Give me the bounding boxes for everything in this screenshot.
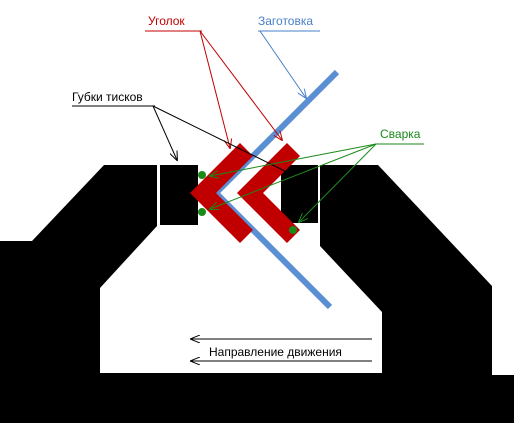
corner-piece-right (237, 143, 300, 243)
label-direction: Направление движения (209, 345, 342, 359)
vise-jaw-left (160, 165, 198, 225)
pointer-workpiece (259, 30, 306, 98)
label-workpiece: Заготовка (258, 14, 313, 28)
label-welding: Сварка (380, 127, 421, 141)
label-jaws: Губки тисков (72, 90, 143, 104)
weld-spot (198, 171, 206, 179)
pointer-jaws-right (152, 105, 303, 180)
label-corner: Уголок (148, 14, 185, 28)
corner-piece-left (190, 143, 253, 243)
pointer-corner-left (199, 30, 230, 148)
weld-spot (198, 208, 206, 216)
pointer-welding-2 (210, 143, 377, 209)
workpiece-line (211, 69, 340, 310)
pointer-corner-right (199, 30, 282, 140)
weld-spot (289, 226, 297, 234)
vise-body (0, 165, 514, 423)
pointer-welding-3 (299, 143, 377, 222)
pointer-welding-1 (210, 143, 377, 176)
pointer-jaws-left (152, 105, 177, 160)
